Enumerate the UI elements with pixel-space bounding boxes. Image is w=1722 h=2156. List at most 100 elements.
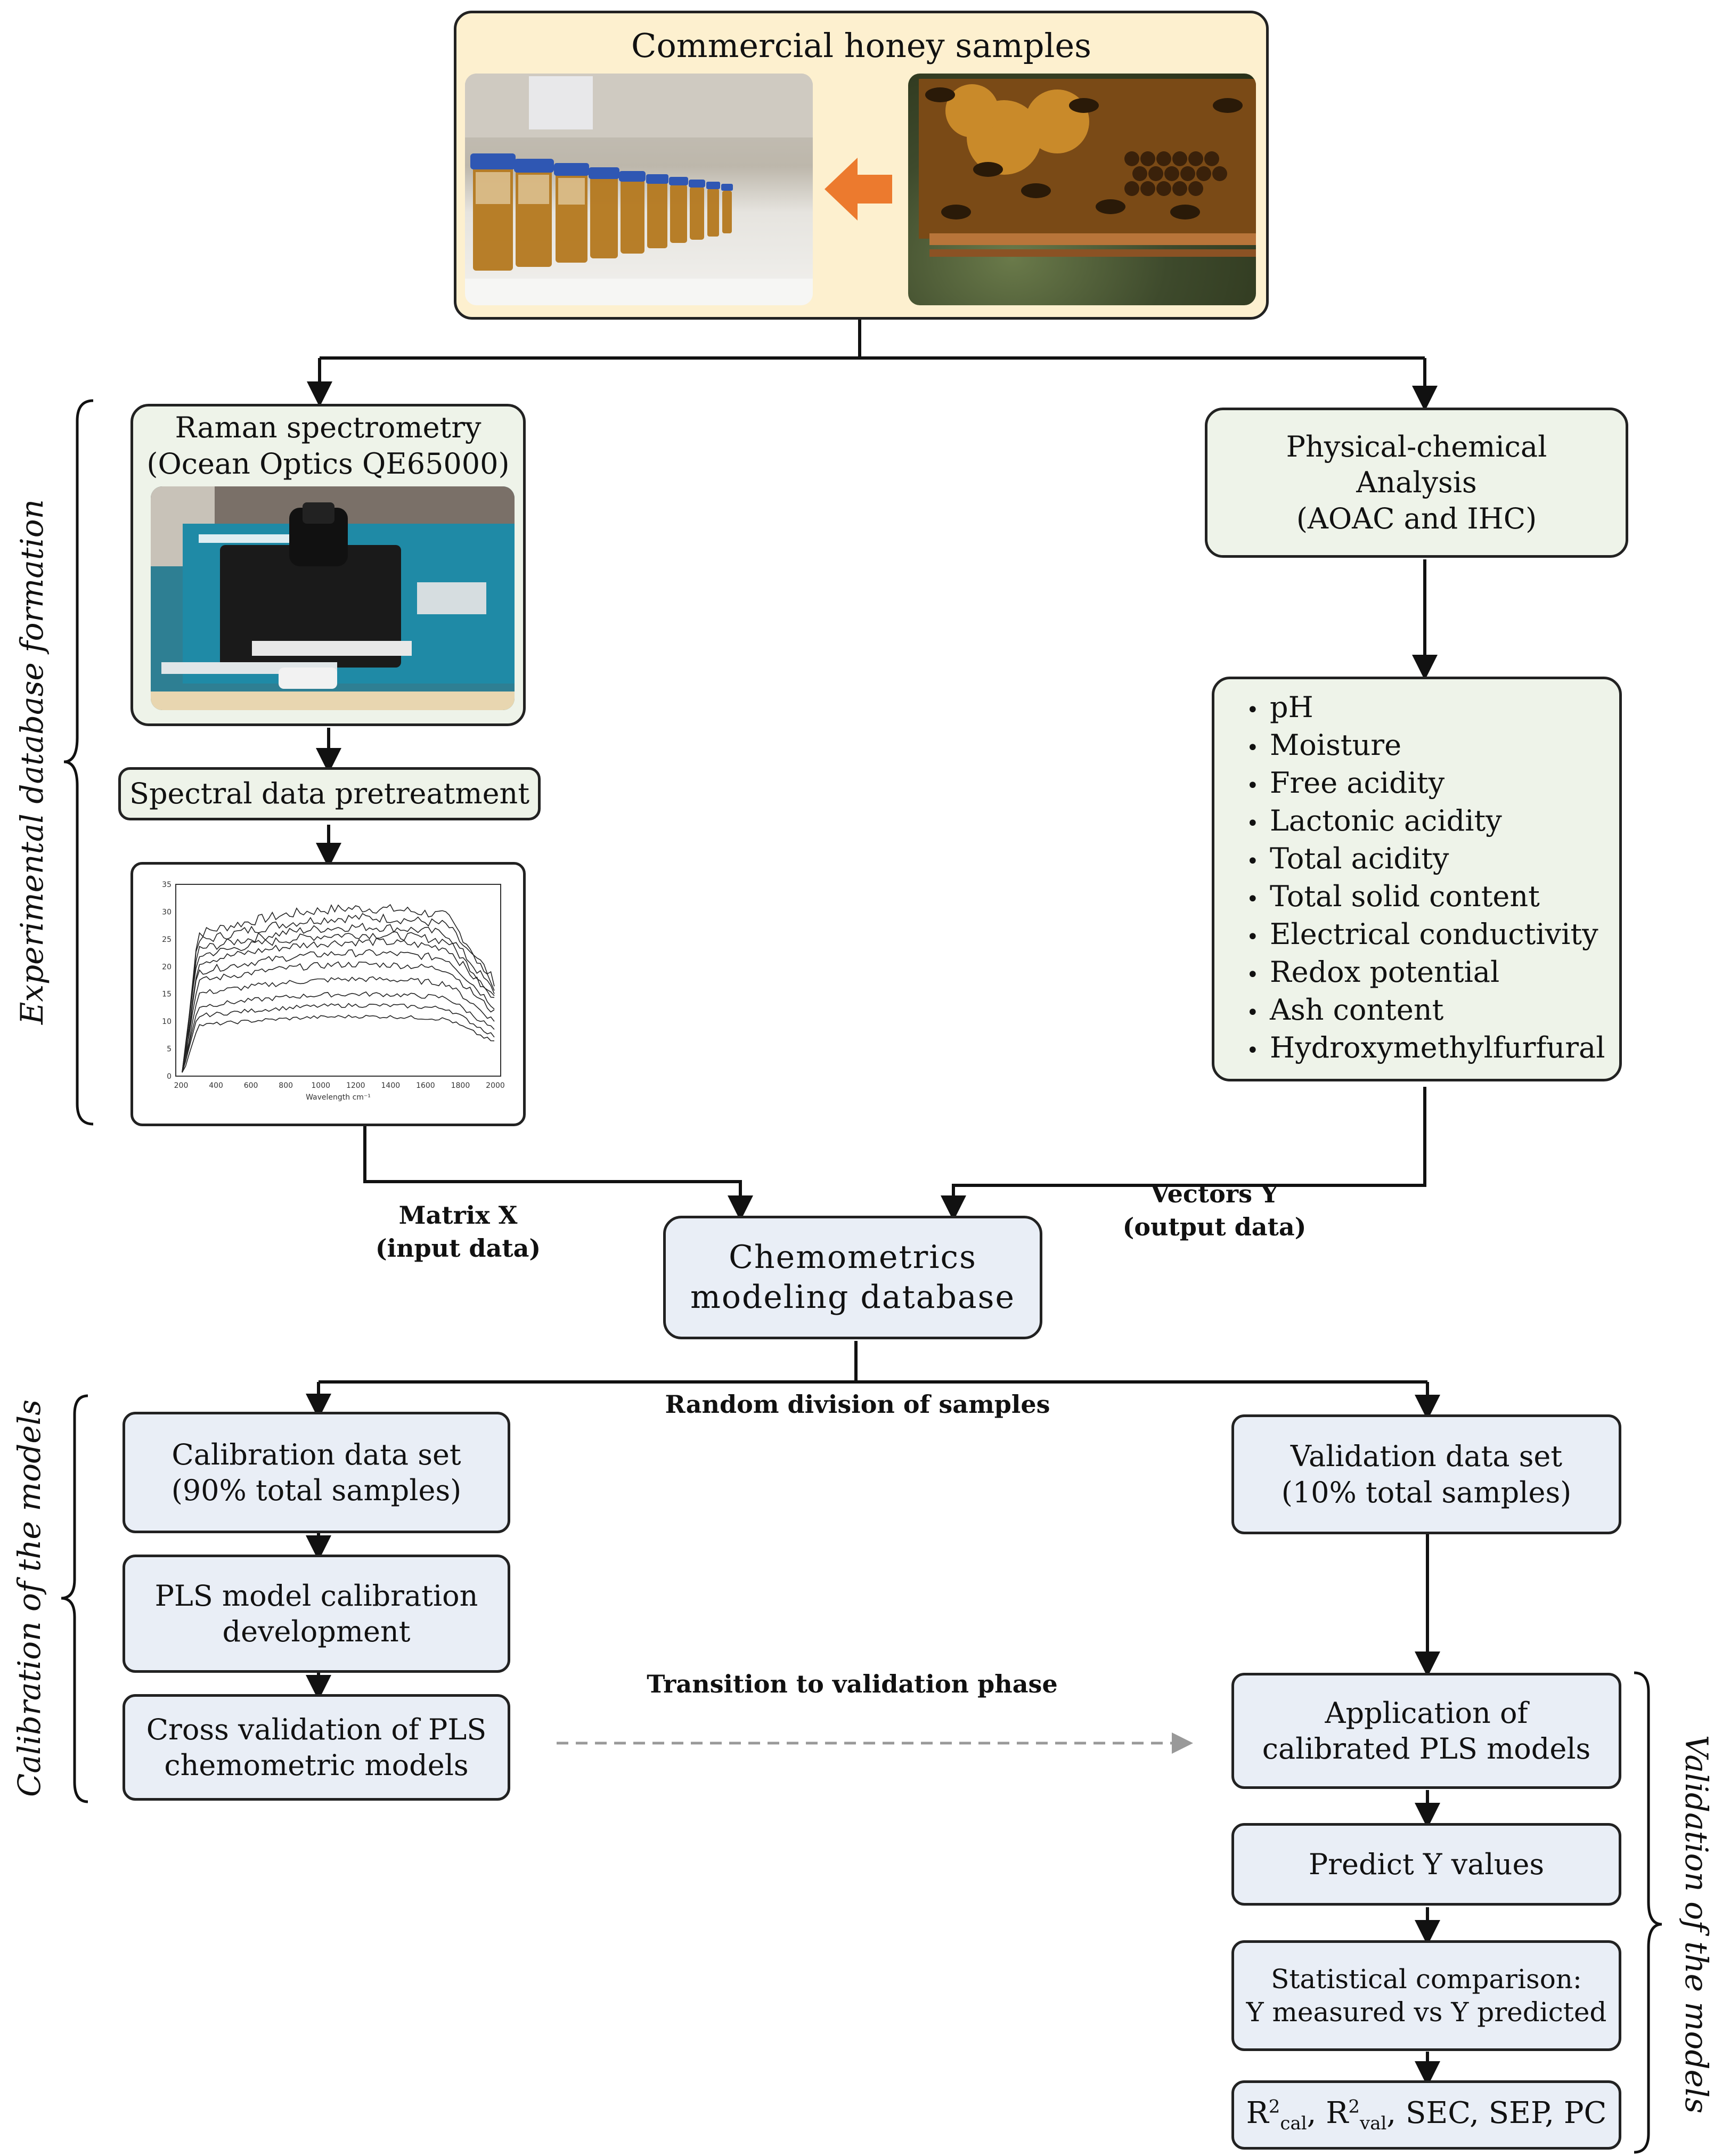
validation-dataset-line1: Validation data set [1290,1439,1563,1473]
application-box: Application of calibrated PLS models [1231,1673,1621,1789]
brace-calibration [61,1394,88,1803]
x-tick-label: 1600 [416,1081,435,1090]
pls-development-box: PLS model calibration development [123,1555,510,1673]
arrow-params-to-db [941,1087,1426,1221]
statistical-comparison-line1: Statistical comparison: [1271,1963,1582,1995]
side-label-experimental: Experimental database formation [14,499,50,1024]
matrix-x-line2: (input data) [375,1234,541,1263]
physchem-line2: Analysis [1356,466,1477,500]
spectrum-curve [182,922,495,1072]
x-tick-label: 1400 [381,1081,401,1090]
honey-vials-photo [465,74,813,305]
x-tick-label: 400 [209,1081,223,1090]
parameter-item: Free acidity [1246,766,1605,803]
arrow-db-split [319,1341,1427,1384]
x-tick-label: 200 [174,1081,189,1090]
spectrum-curve [182,938,495,1073]
y-tick-label: 0 [167,1072,172,1081]
spectrum-curve [182,1014,495,1073]
beehive-photo [908,74,1256,305]
pretreatment-label: Spectral data pretreatment [129,777,530,811]
parameter-item: Electrical conductivity [1246,917,1605,955]
application-line1: Application of [1325,1696,1528,1730]
calibration-dataset-line2: (90% total samples) [171,1474,462,1507]
orange-arrow-icon [825,158,892,221]
parameter-item: Lactonic acidity [1246,803,1605,841]
brace-experimental [63,399,94,1126]
spectrum-curve [182,976,495,1073]
predict-box: Predict Y values [1231,1823,1621,1906]
pls-development-line2: development [222,1615,411,1648]
y-tick-label: 10 [162,1018,172,1026]
y-tick-label: 5 [167,1045,172,1054]
spectrum-curve [182,949,495,1073]
metric-rest: , SEC, SEP, PC [1386,2096,1607,2131]
metric-sub-val: val [1360,2113,1387,2135]
spectrum-curve [182,961,495,1073]
metrics-box: R2cal, R2val, SEC, SEP, PC [1231,2080,1621,2150]
metric-sep: , [1307,2096,1326,2131]
database-line1: Chemometrics [729,1239,977,1276]
parameter-item: Total solid content [1246,879,1605,917]
raman-title: Raman spectrometry [175,411,481,444]
parameter-item: Total acidity [1246,841,1605,879]
arrow-top-split [320,319,1425,360]
vectors-y-line1: Vectors Y [1150,1179,1278,1208]
side-label-validation: Validation of the models [1678,1735,1715,2114]
physchem-line1: Physical-chemical [1286,429,1547,463]
y-tick-label: 30 [162,908,172,916]
vectors-y-label: Vectors Y (output data) [1097,1177,1332,1243]
cross-validation-line1: Cross validation of PLS [146,1712,487,1746]
raman-instrument: (Ocean Optics QE65000) [146,446,510,481]
matrix-x-line1: Matrix X [398,1201,518,1230]
validation-dataset-box: Validation data set (10% total samples) [1231,1414,1621,1534]
x-tick-label: 800 [279,1081,293,1090]
x-tick-label: 1000 [311,1081,330,1090]
statistical-comparison-box: Statistical comparison: Y measured vs Y … [1231,1940,1621,2051]
parameter-item: pH [1246,690,1605,728]
x-axis-label: Wavelength cm⁻¹ [306,1093,371,1102]
y-tick-label: 20 [162,963,172,971]
metrics-label: R2cal, R2val, SEC, SEP, PC [1246,2095,1607,2135]
x-tick-label: 1800 [451,1081,470,1090]
cross-validation-box: Cross validation of PLS chemometric mode… [123,1694,510,1801]
spectrum-curve [182,1003,495,1073]
y-tick-label: 15 [162,990,172,999]
parameters-list: pH Moisture Free acidity Lactonic acidit… [1246,690,1605,1068]
x-tick-label: 2000 [486,1081,505,1090]
cross-validation-line2: chemometric models [164,1748,469,1782]
random-division-label: Random division of samples [665,1390,1050,1419]
metric-sup: 2 [1348,2096,1360,2118]
pls-development-line1: PLS model calibration [154,1579,478,1613]
metric-sup: 2 [1268,2096,1280,2118]
application-line2: calibrated PLS models [1262,1732,1591,1766]
physchem-line3: (AOAC and IHC) [1296,501,1537,535]
database-box: Chemometrics modeling database [663,1216,1042,1339]
brace-validation [1634,1671,1662,2154]
database-line2: modeling database [690,1279,1015,1316]
x-tick-label: 600 [244,1081,258,1090]
parameter-item: Redox potential [1246,955,1605,992]
spectrum-curve [182,913,495,1073]
metric-r: R [1246,2096,1269,2131]
x-tick-label: 1200 [346,1081,365,1090]
parameter-item: Moisture [1246,728,1605,766]
spectrometer-photo [151,486,515,710]
spectrum-curve [182,904,495,1073]
arrow-plot-to-db [363,1125,753,1221]
matrix-x-label: Matrix X (input data) [341,1199,575,1265]
predict-label: Predict Y values [1308,1847,1545,1881]
parameter-item: Ash content [1246,992,1605,1030]
y-tick-label: 35 [162,881,172,889]
plot-frame [175,884,501,1077]
metric-sub-cal: cal [1280,2113,1307,2135]
pretreatment-box: Spectral data pretreatment [118,767,541,820]
parameter-item: Hydroxymethylfurfural [1246,1030,1605,1068]
vectors-y-line2: (output data) [1122,1213,1307,1242]
spectrum-curve [182,991,495,1073]
honey-samples-title: Commercial honey samples [631,26,1091,65]
parameters-box: pH Moisture Free acidity Lactonic acidit… [1212,677,1622,1081]
side-label-calibration: Calibration of the models [11,1400,47,1797]
